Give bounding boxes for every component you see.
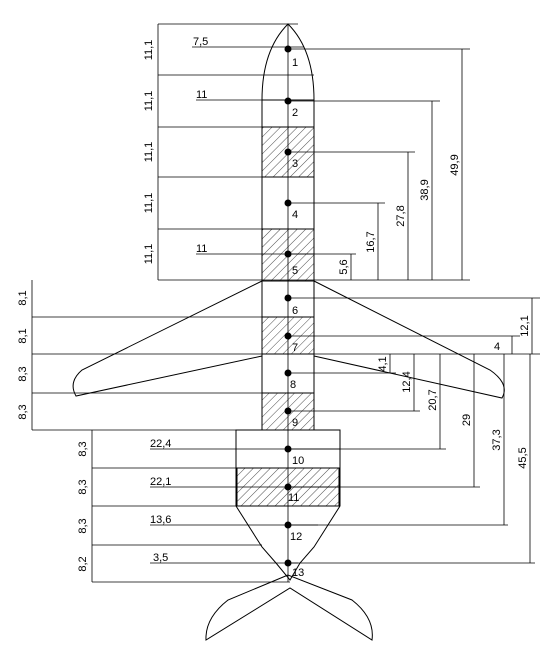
segment-label: 8,3 bbox=[77, 441, 89, 456]
station-number: 5 bbox=[292, 265, 298, 277]
station-point bbox=[284, 250, 292, 258]
station-number: 12 bbox=[290, 531, 302, 543]
width-label-10: 22,4 bbox=[150, 438, 171, 450]
lower-distance-label: 12,1 bbox=[519, 315, 531, 336]
segment-label: 8,3 bbox=[17, 366, 29, 381]
right-wing bbox=[313, 280, 505, 399]
segment-label: 11,1 bbox=[143, 40, 155, 61]
segment-label: 11,1 bbox=[143, 244, 155, 265]
lower-distance-label: 29 bbox=[461, 414, 473, 426]
segment-label: 8,1 bbox=[17, 290, 29, 305]
tail-fin bbox=[205, 574, 373, 641]
upper-distance-label: 38,9 bbox=[419, 179, 431, 200]
lower-distance-label: 20,7 bbox=[427, 389, 439, 410]
upper-distance-label: 16,7 bbox=[365, 231, 377, 252]
width-label-12: 13,6 bbox=[150, 514, 171, 526]
station-point bbox=[284, 332, 292, 340]
station-point bbox=[284, 148, 292, 156]
station-point bbox=[284, 445, 292, 453]
station-number: 11 bbox=[288, 492, 299, 504]
station-point bbox=[284, 199, 292, 207]
left-segment-dimensions bbox=[31, 24, 159, 582]
station-point bbox=[284, 521, 292, 529]
lower-distance-label: 12,4 bbox=[401, 371, 413, 392]
station-number: 3 bbox=[292, 158, 298, 170]
station-point bbox=[284, 483, 292, 491]
width-label-1: 7,5 bbox=[193, 36, 208, 48]
segment-label: 8,2 bbox=[77, 556, 89, 571]
station-point bbox=[284, 369, 292, 377]
lower-distance-label: 4,1 bbox=[377, 356, 389, 371]
station-number: 10 bbox=[292, 455, 304, 467]
station-number: 6 bbox=[292, 305, 298, 317]
rear-fuselage-outline bbox=[235, 429, 341, 581]
upper-distance-label: 49,9 bbox=[449, 154, 461, 175]
station-number: 13 bbox=[292, 567, 304, 579]
upper-distance-label: 5,6 bbox=[338, 259, 350, 274]
station-number: 8 bbox=[290, 379, 296, 391]
left-wing bbox=[72, 280, 263, 397]
segment-label: 8,3 bbox=[77, 479, 89, 494]
segment-label: 8,3 bbox=[17, 404, 29, 419]
station-point bbox=[284, 407, 292, 415]
segment-label: 8,3 bbox=[77, 518, 89, 533]
segment-label: 11,1 bbox=[143, 193, 155, 214]
station-number: 1 bbox=[292, 57, 298, 69]
station-point bbox=[284, 45, 292, 53]
station-points bbox=[284, 45, 292, 567]
station-number: 4 bbox=[292, 209, 298, 221]
upper-distance-dimensions bbox=[288, 48, 470, 280]
aircraft-outline bbox=[72, 23, 505, 641]
lower-distance-dimensions bbox=[288, 297, 540, 564]
segment-label: 8,1 bbox=[17, 328, 29, 343]
lower-distance-label: 37,3 bbox=[491, 429, 503, 450]
width-label-2: 11 bbox=[196, 89, 207, 101]
segment-label: 11,1 bbox=[143, 142, 155, 163]
station-number: 7 bbox=[292, 342, 298, 354]
lower-distance-label: 45,5 bbox=[517, 447, 529, 468]
station-point bbox=[284, 559, 292, 567]
station-point bbox=[284, 97, 292, 105]
width-label-11: 22,1 bbox=[150, 476, 171, 488]
upper-distance-label: 27,8 bbox=[395, 205, 407, 226]
lower-distance-label: 4 bbox=[494, 341, 500, 353]
station-point bbox=[284, 294, 292, 302]
station-number: 9 bbox=[292, 417, 298, 429]
width-label-13: 3,5 bbox=[153, 552, 168, 564]
segment-label: 11,1 bbox=[143, 91, 155, 112]
station-number: 2 bbox=[292, 107, 298, 119]
width-label-5: 11 bbox=[196, 243, 207, 255]
